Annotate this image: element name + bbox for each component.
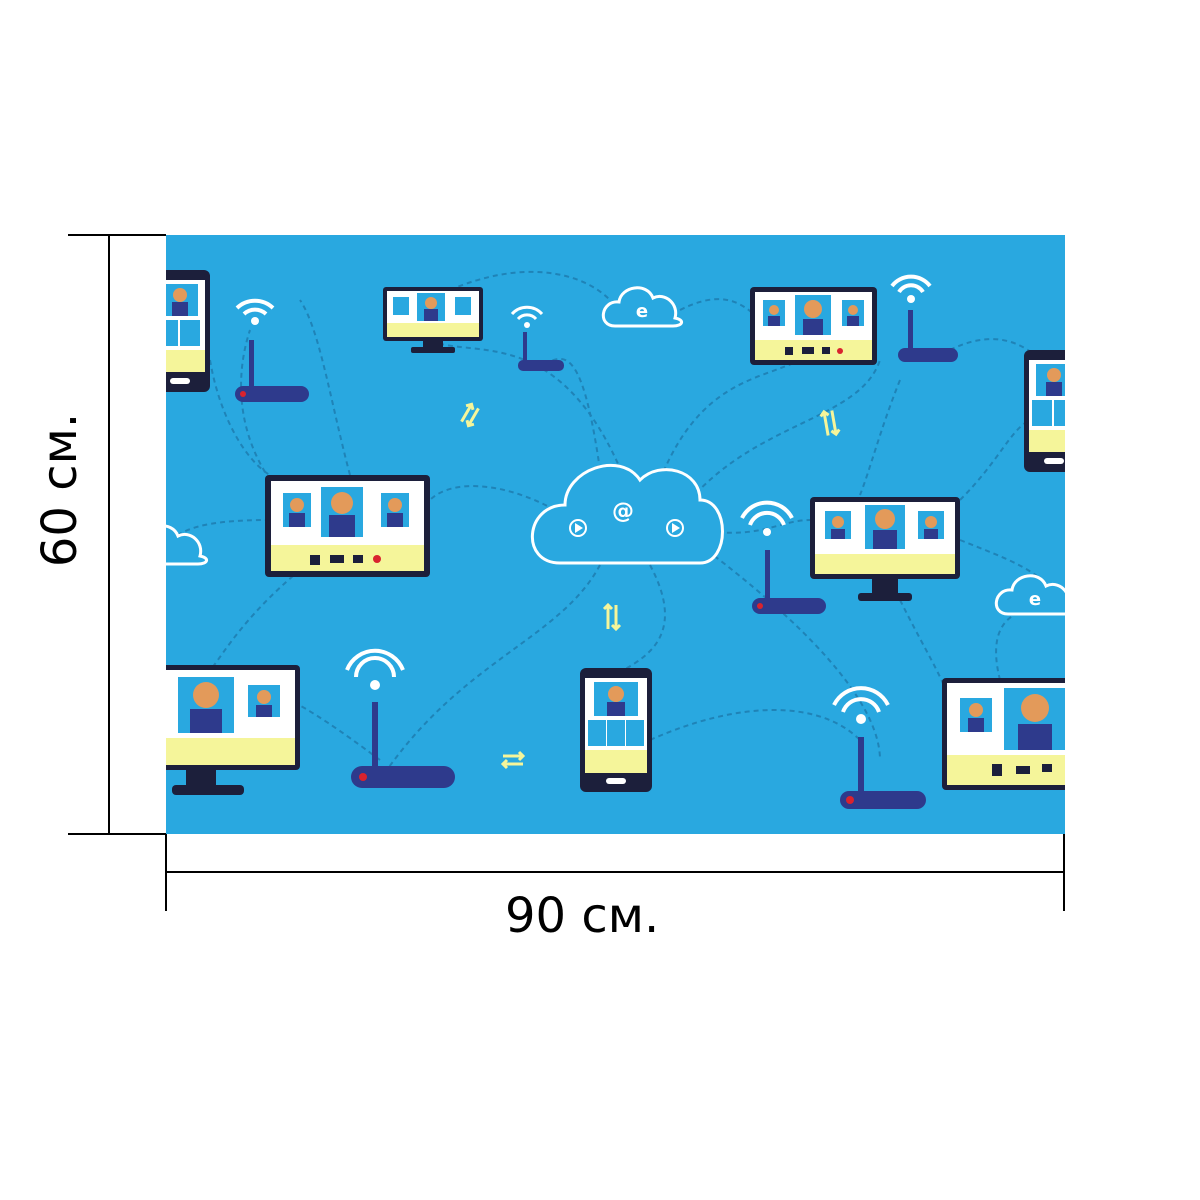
- monitor: [383, 287, 483, 353]
- cloud-at-symbol: @: [612, 499, 634, 524]
- smartphone: [580, 668, 652, 792]
- transfer-arrow-icon: [500, 750, 526, 770]
- cloud-e-symbol: e: [636, 301, 648, 322]
- monitor: [750, 287, 877, 365]
- smartphone: [1024, 350, 1065, 472]
- monitor: [265, 475, 430, 577]
- router: [832, 686, 926, 809]
- router: [235, 298, 309, 402]
- poster-artwork: @ e e: [166, 235, 1065, 834]
- router: [510, 305, 564, 371]
- router: [890, 274, 958, 362]
- transfer-arrows: [460, 402, 841, 770]
- transfer-arrow-icon: [460, 402, 480, 428]
- router: [740, 500, 826, 614]
- router: [345, 648, 455, 788]
- transfer-arrow-icon: [602, 602, 622, 632]
- transfer-arrow-icon: [819, 409, 841, 437]
- small-cloud: e: [995, 574, 1065, 616]
- monitor: [810, 497, 960, 601]
- monitor: [942, 678, 1065, 790]
- monitor: [166, 665, 300, 795]
- dimension-lines: [68, 234, 1065, 911]
- smartphone: [166, 270, 210, 392]
- small-cloud: [166, 524, 208, 566]
- central-cloud: @: [531, 463, 724, 565]
- cloud-e-symbol: e: [1029, 589, 1041, 610]
- width-dimension-label: 90 см.: [505, 888, 660, 944]
- height-dimension-label: 60 см.: [32, 412, 88, 568]
- small-cloud: e: [602, 286, 683, 328]
